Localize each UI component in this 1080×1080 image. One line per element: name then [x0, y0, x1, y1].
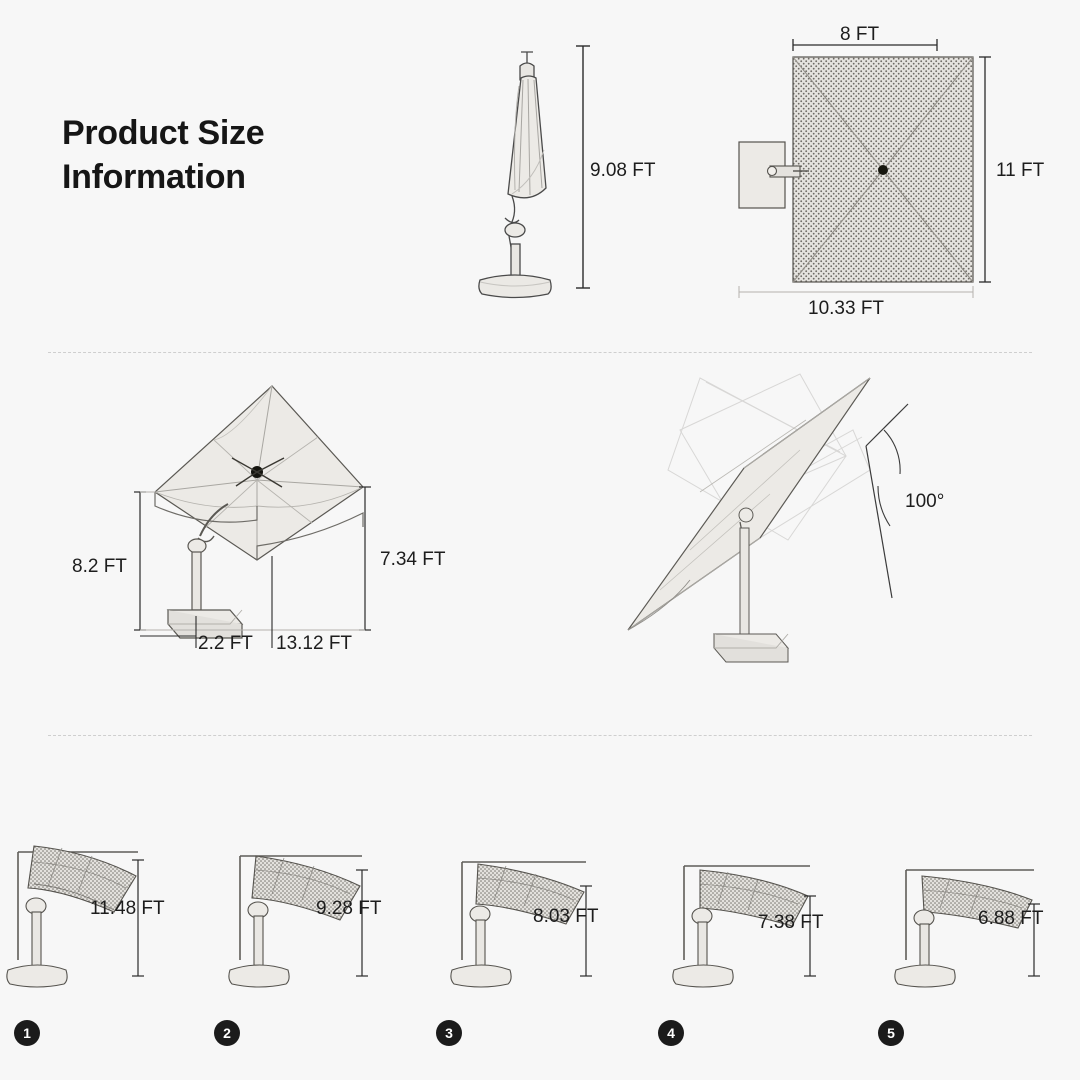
stage-badge-1: 1 [14, 1020, 40, 1046]
top-view-width-label: 8 FT [840, 24, 880, 45]
stage-label-4: 7.38 FT [758, 912, 824, 933]
open-umbrella-dimensions [134, 486, 371, 648]
stage-badge-4: 4 [658, 1020, 684, 1046]
page-title: Product Size Information [62, 114, 265, 196]
tilt-angle-indicator [865, 403, 909, 599]
stage-badge-5: 5 [878, 1020, 904, 1046]
stage-label-5: 6.88 FT [978, 908, 1044, 929]
stage-illustration-2 [228, 855, 362, 988]
tilt-umbrella-illustration [627, 373, 871, 663]
tilt-angle-label: 100° [905, 491, 945, 512]
stage-label-3: 8.03 FT [533, 906, 599, 927]
stage-badge-3: 3 [436, 1020, 462, 1046]
stage-dimension-4 [804, 895, 816, 977]
stage-badge-2: 2 [214, 1020, 240, 1046]
open-right-height-label: 7.34 FT [380, 549, 446, 570]
open-umbrella-illustration [154, 385, 364, 639]
closed-umbrella-illustration [478, 51, 552, 299]
section-divider-top [48, 352, 1032, 353]
section-divider-bottom [48, 735, 1032, 736]
open-base-offset-label: 2.2 FT [198, 633, 253, 654]
stage-dimension-3 [580, 885, 592, 977]
stage-label-1: 11.48 FT [90, 898, 165, 919]
top-view-height-label: 11 FT [996, 160, 1045, 181]
top-view-illustration [738, 56, 974, 283]
closed-height-dimension [576, 45, 590, 289]
stage-dimension-2 [356, 869, 368, 977]
top-view-dimensions [738, 39, 991, 298]
open-span-label: 13.12 FT [276, 633, 353, 654]
stage-label-2: 9.28 FT [316, 898, 382, 919]
closed-height-label: 9.08 FT [590, 160, 656, 181]
top-view-diagonal-label: 10.33 FT [808, 298, 885, 319]
open-left-height-label: 8.2 FT [72, 556, 127, 577]
